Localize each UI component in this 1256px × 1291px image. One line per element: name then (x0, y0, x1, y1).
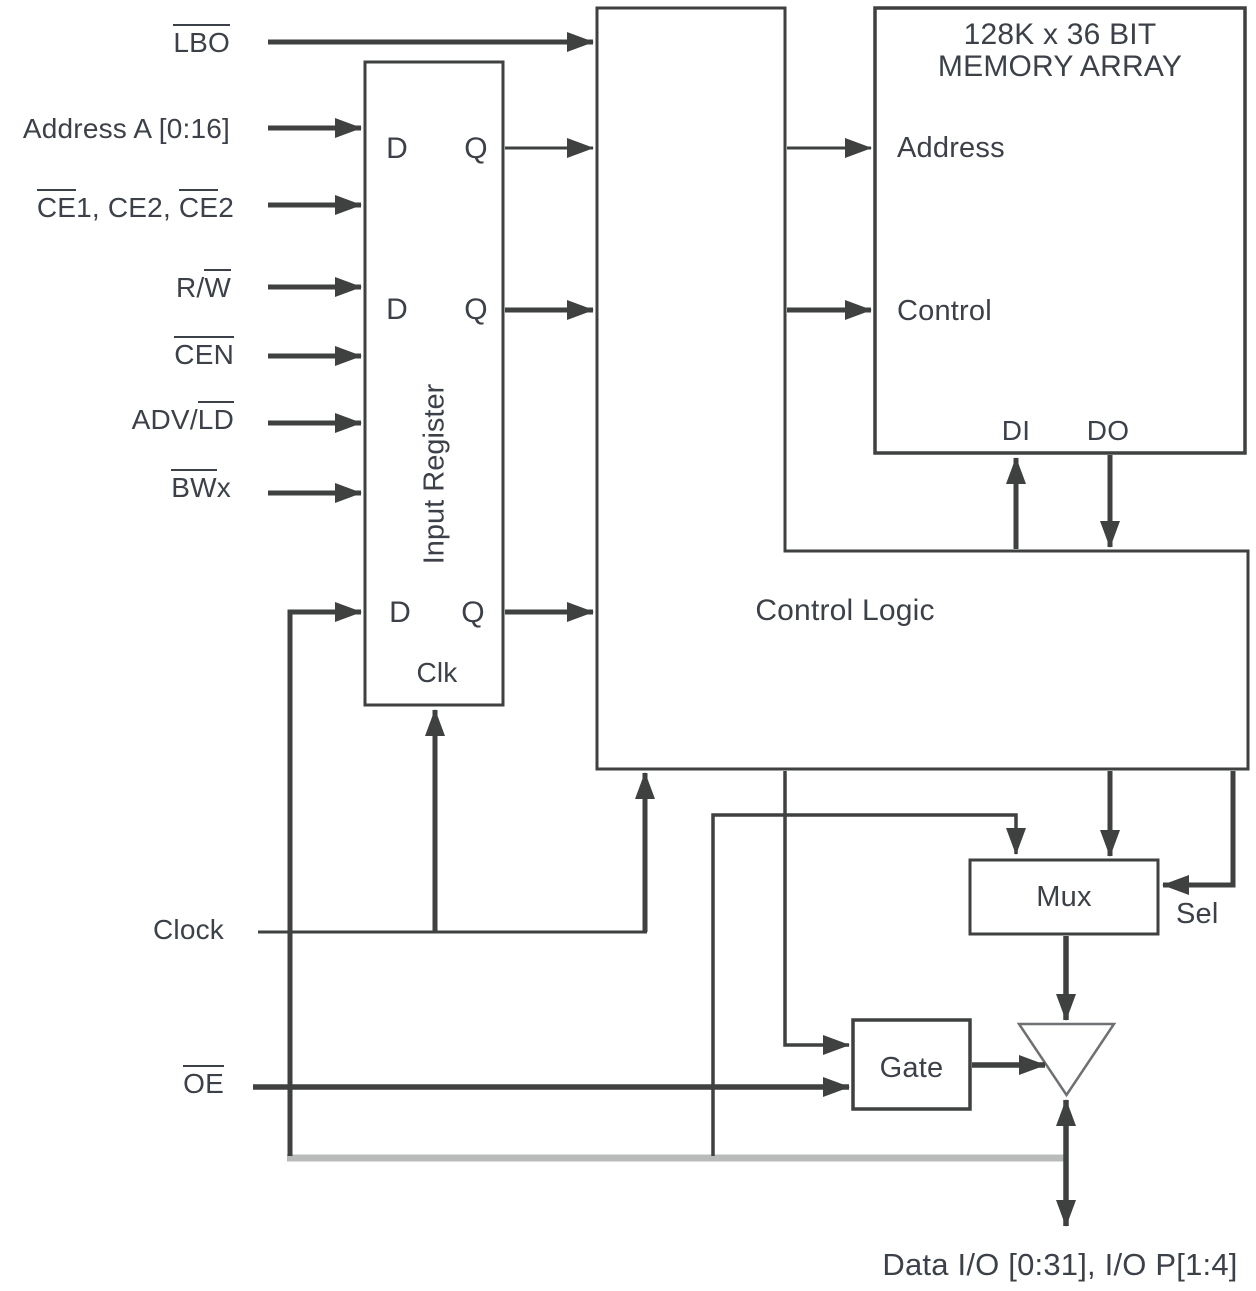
wire-bypass-to-mux (711, 813, 1026, 1156)
signal-label-oe: OE (0, 1065, 224, 1099)
memory-di-label: DI (1001, 415, 1031, 446)
control-logic-label: Control Logic (755, 594, 935, 627)
register-d1-label: D (386, 132, 408, 165)
signal-label-adv-ld: ADV/LD (0, 401, 234, 435)
signal-label-chip-enables: CE1, CE2, CE2 (0, 189, 234, 223)
mux-box (968, 858, 1160, 936)
memory-array-box (873, 6, 1247, 455)
gate-label: Gate (879, 1052, 944, 1084)
data-io-label: Data I/O [0:31], I/O P[1:4] (882, 1247, 1238, 1282)
control-logic-box (595, 6, 1250, 771)
output-buffer-triangle (1016, 1022, 1117, 1098)
register-d2-label: D (386, 293, 408, 326)
register-q3-label: Q (461, 596, 485, 629)
wire-feedback-data-in (287, 602, 362, 1156)
wire-sel (1162, 771, 1236, 895)
signal-label-clock: Clock (152, 914, 224, 945)
register-clk-label: Clk (416, 657, 458, 688)
signal-label-bwx: BWx (0, 469, 231, 503)
signal-label-read-write: R/W (0, 269, 231, 303)
memory-title-line1: 128K x 36 BIT (963, 18, 1157, 51)
sel-label: Sel (1176, 898, 1219, 930)
input-register-box (363, 60, 505, 707)
memory-do-label: DO (1086, 415, 1130, 446)
mux-label: Mux (1036, 881, 1092, 913)
gate-box (851, 1018, 972, 1111)
memory-control-port-label: Control (897, 295, 992, 327)
signal-label-address: Address A [0:16] (22, 113, 230, 144)
memory-address-port-label: Address (897, 132, 1005, 164)
wire-control-to-gate (783, 771, 850, 1055)
signal-label-cen: CEN (0, 336, 234, 370)
register-d3-label: D (389, 596, 411, 629)
register-q1-label: Q (464, 132, 488, 165)
register-q2-label: Q (464, 293, 488, 326)
input-register-label: Input Register (418, 383, 451, 565)
memory-title-line2: MEMORY ARRAY (937, 50, 1183, 83)
signal-label-lbo: LBO (40, 24, 230, 58)
